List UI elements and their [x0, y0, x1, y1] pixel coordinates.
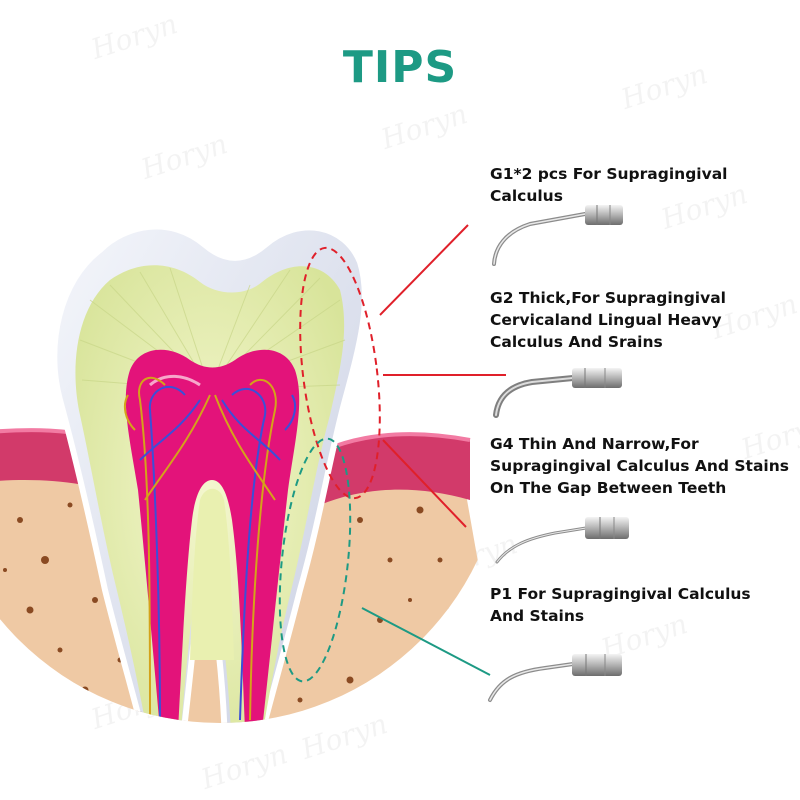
tip-label-line: G2 Thick,For Supragingival [490, 289, 726, 307]
tip-label-g2: G2 Thick,For Supragingival Cervicaland L… [490, 287, 726, 353]
enamel-highlight-ellipse [299, 246, 381, 500]
gum-right [290, 434, 470, 520]
tip-label-line: Calculus And Srains [490, 333, 663, 351]
leader-line-p1 [361, 607, 491, 676]
tip-label-g4: G4 Thin And Narrow,For Supragingival Cal… [490, 433, 789, 499]
tip-label-line: On The Gap Between Teeth [490, 479, 727, 497]
tip-label-p1: P1 For Supragingival Calculus And Stains [490, 583, 751, 627]
tip-label-line: G4 Thin And Narrow,For [490, 435, 699, 453]
cross-section [0, 223, 505, 723]
tip-p1-image [488, 654, 622, 702]
tip-label-line: And Stains [490, 607, 585, 625]
tip-g2-image [493, 368, 622, 418]
tip-g4-image [495, 517, 629, 564]
tip-label-g1: G1*2 pcs For Supragingival Calculus [490, 163, 727, 207]
tip-label-line: P1 For Supragingival Calculus [490, 585, 751, 603]
root-highlight-ellipse [278, 437, 352, 683]
tip-g1-image [492, 205, 623, 266]
nerves-vessels [123, 376, 297, 721]
leader-line-g4 [382, 439, 467, 528]
tip-label-line: G1*2 pcs For Supragingival [490, 165, 728, 183]
tip-label-line: Cervicaland Lingual Heavy [490, 311, 722, 329]
tip-label-line: Supragingival Calculus And Stains [490, 457, 789, 475]
page-title: TIPS [342, 42, 458, 93]
tooth-pulp [125, 349, 300, 723]
tip-label-line: Calculus [490, 187, 563, 205]
leader-line-g1 [379, 224, 469, 316]
